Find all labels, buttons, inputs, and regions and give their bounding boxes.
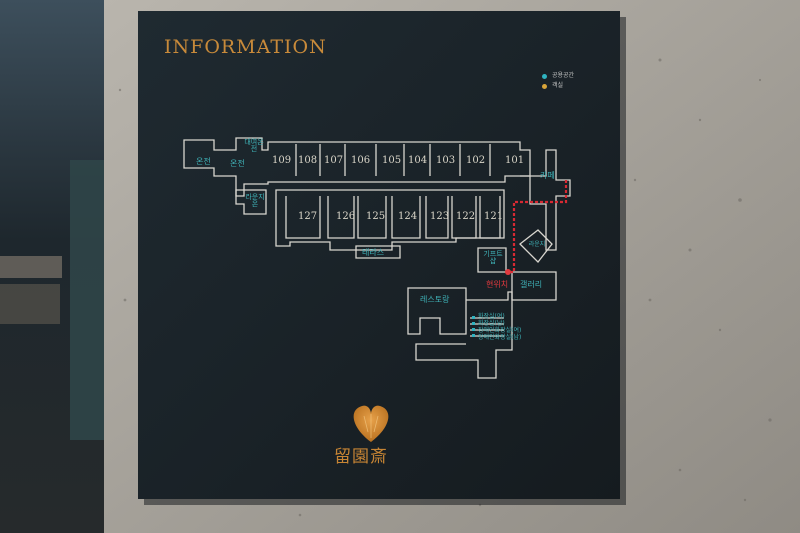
label-onjeon-right: 온전 [230, 159, 245, 168]
label-lounge: 라운지온 [245, 193, 265, 208]
room-109: 109 [272, 155, 292, 166]
room-126: 126 [336, 211, 356, 222]
room-121: 121 [484, 211, 504, 222]
brand-logo [353, 405, 389, 442]
label-onjeon-left: 온전 [196, 157, 211, 166]
room-125: 125 [366, 211, 386, 222]
legend-dot-public [542, 74, 547, 79]
label-restaurant: 레스토랑 [420, 295, 450, 304]
route-line [508, 180, 568, 274]
label-current-location: 현위치 [486, 280, 509, 289]
room-122: 122 [456, 211, 476, 222]
label-accessible-restroom-men: 장애인화장실(남) [478, 334, 522, 341]
legend-label-public: 공용공간 [552, 72, 575, 79]
room-102: 102 [466, 155, 486, 166]
room-124: 124 [398, 211, 418, 222]
current-location-marker [505, 269, 511, 275]
lit-shelf-lower [0, 284, 60, 324]
room-106: 106 [351, 155, 371, 166]
label-lounge-right: 라운지 [528, 241, 546, 248]
glass-panel [70, 160, 104, 440]
room-105: 105 [382, 155, 402, 166]
label-restroom-men: 화장실(남) [478, 320, 505, 327]
brand-name: 留園斎 [334, 447, 388, 467]
lit-shelf [0, 256, 62, 278]
sign-title: INFORMATION [164, 36, 327, 58]
room-108: 108 [298, 155, 318, 166]
label-restroom-women: 화장실(여) [478, 313, 505, 320]
room-123: 123 [430, 211, 450, 222]
room-127: 127 [298, 211, 318, 222]
restroom-markers [472, 316, 475, 337]
room-101: 101 [505, 155, 525, 166]
label-terrace: 테라스 [362, 248, 385, 257]
label-accessible-restroom-women: 장애인화장실(여) [478, 327, 522, 334]
legend-dot-rooms [542, 84, 547, 89]
legend-label-rooms: 객실 [552, 82, 564, 89]
room-103: 103 [436, 155, 456, 166]
label-cafe: 카페 [540, 171, 555, 180]
room-107: 107 [324, 155, 344, 166]
room-104: 104 [408, 155, 428, 166]
floor-plan [183, 137, 571, 379]
label-gift-shop: 기프트샵 [483, 250, 503, 265]
label-gallery: 갤러리 [520, 280, 543, 289]
label-deluxe-onjeon: 대여온전 [244, 138, 264, 153]
wall-texture [118, 58, 772, 517]
